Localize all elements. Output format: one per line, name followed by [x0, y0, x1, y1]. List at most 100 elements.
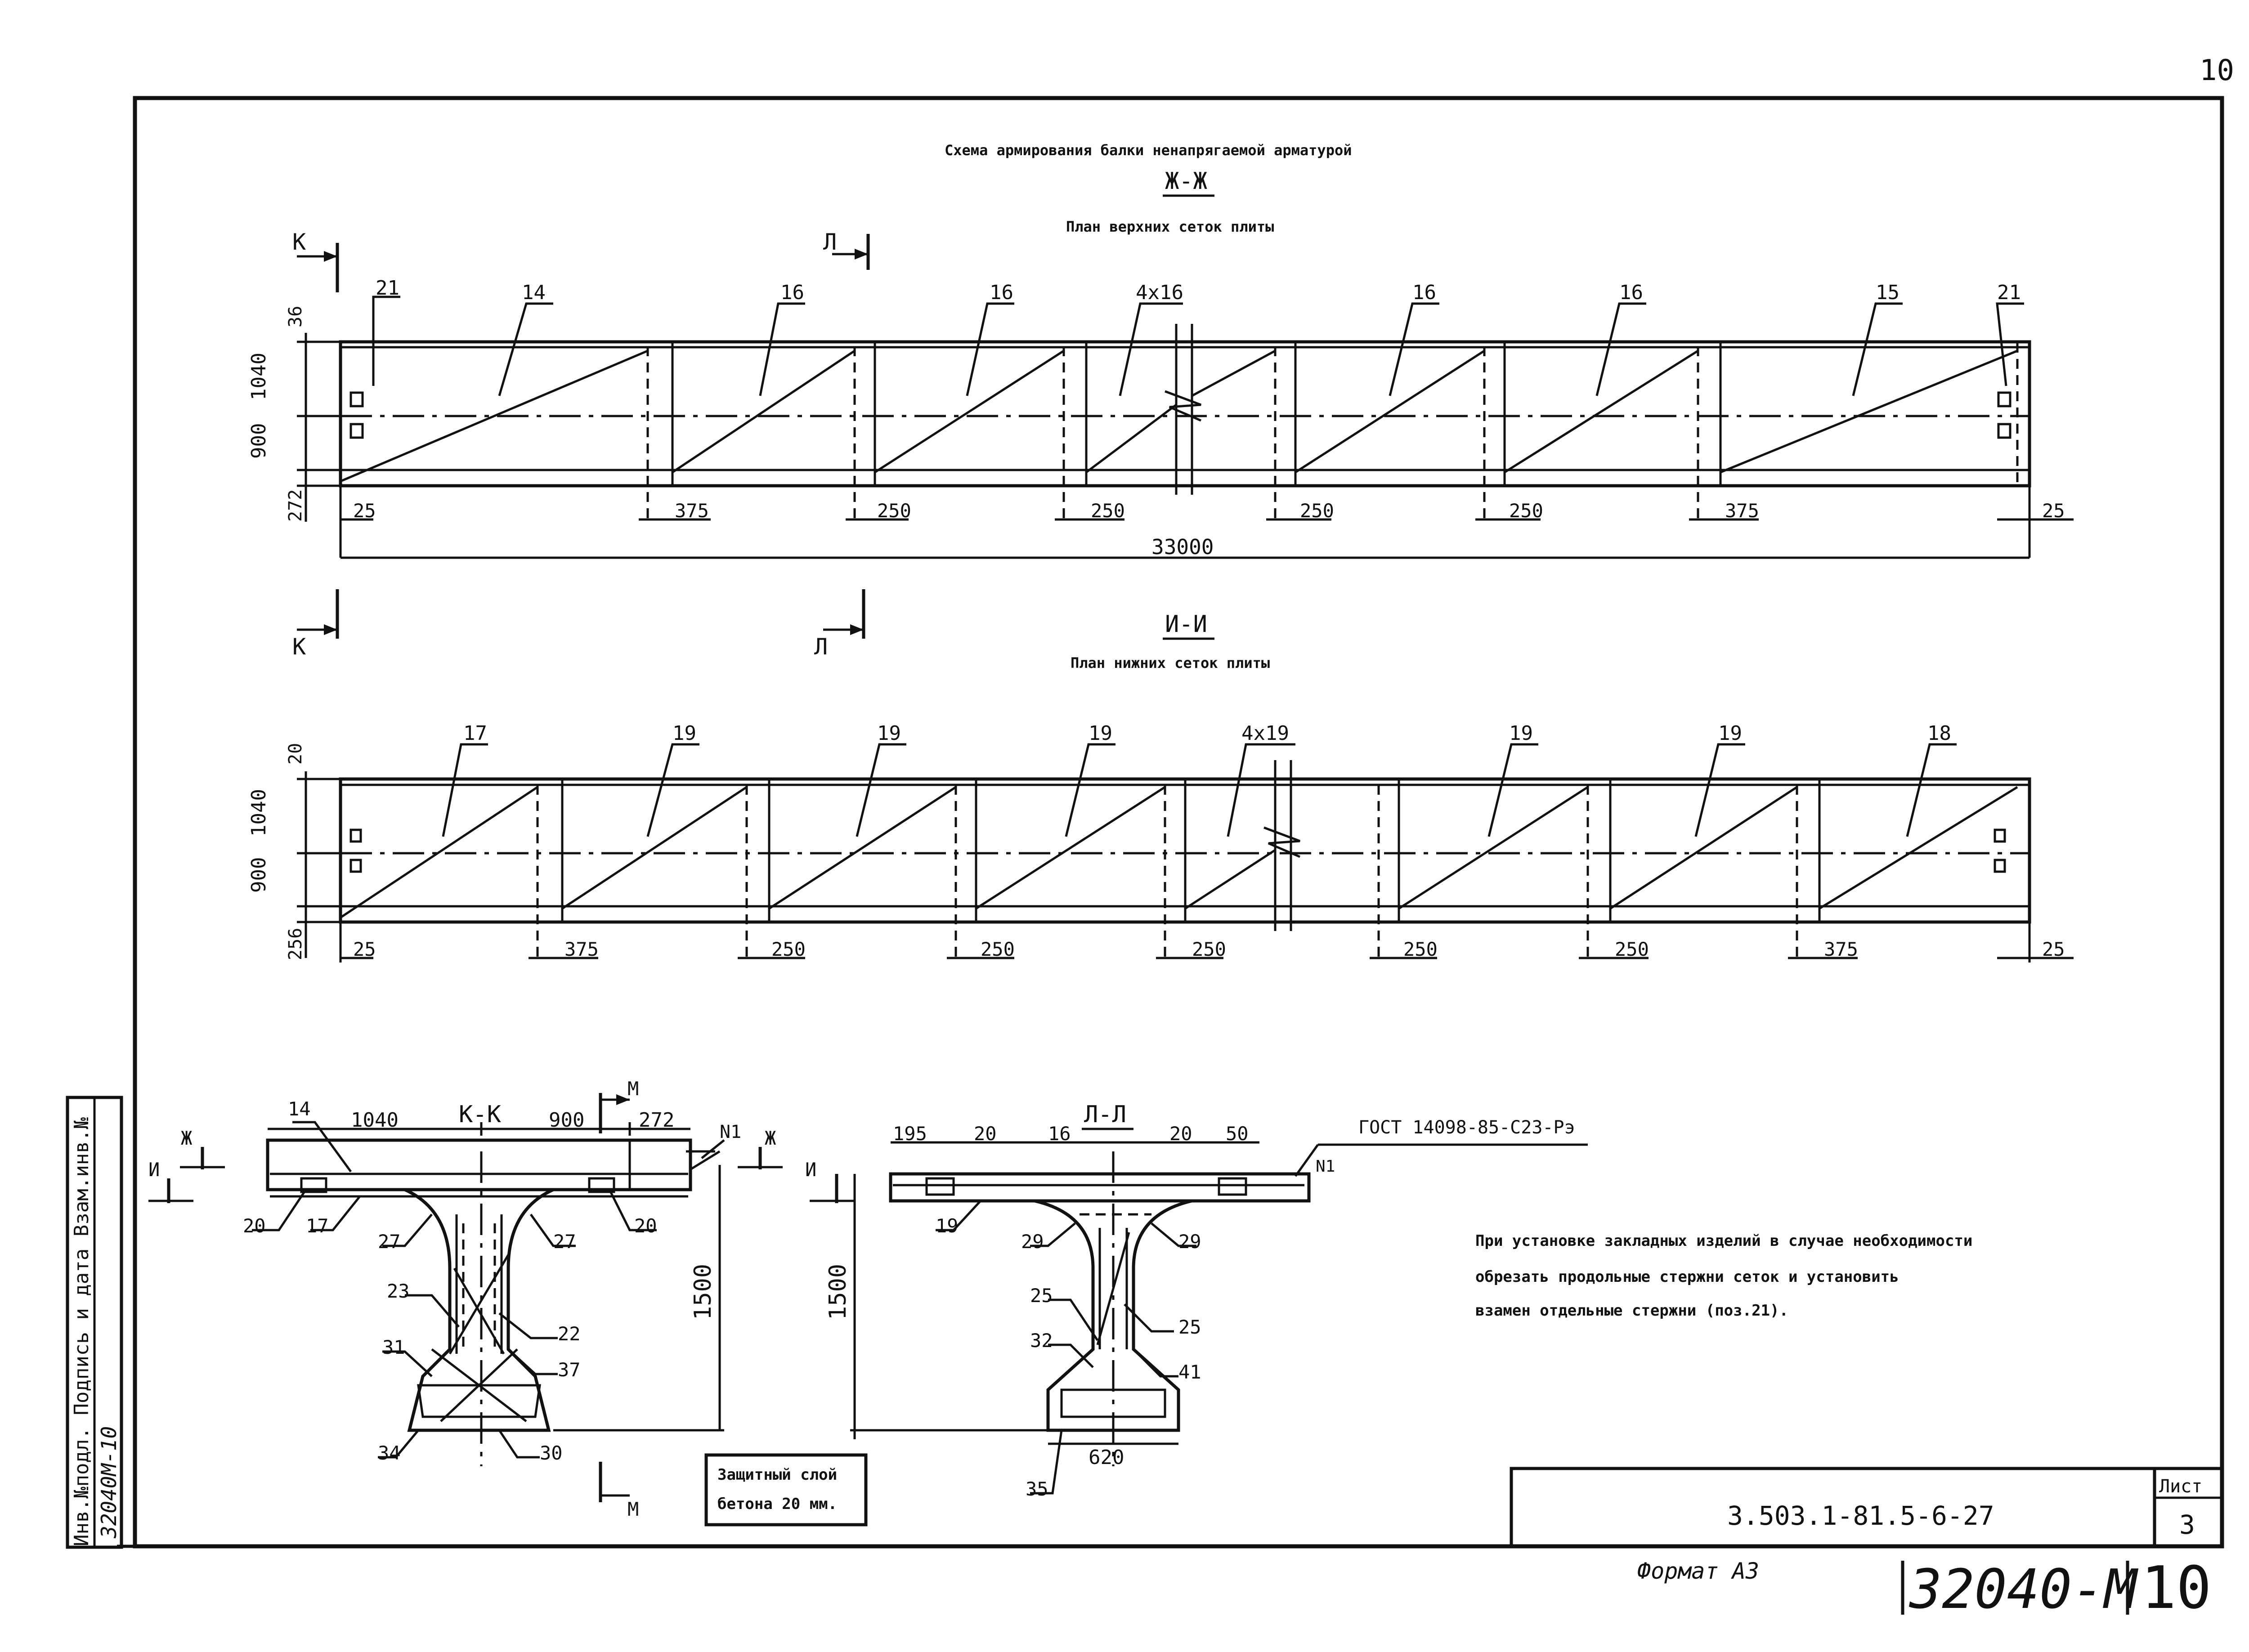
side-stamp-labels: Инв.№подл. Подпись и дата Взам.инв.№ [70, 1117, 93, 1546]
section-kk-cut-m-lower: М [627, 1498, 639, 1520]
plan-top-bdim-4: 250 [1091, 500, 1125, 522]
plan-top-bdim-1: 25 [353, 500, 376, 522]
section-kk-cut-zh: Ж [181, 1127, 192, 1149]
plan-bottom-pos-2: 19 [672, 722, 696, 745]
section-kk-cut-m: М [627, 1078, 639, 1100]
plan-top-dim-272: 272 [285, 489, 306, 522]
section-kk-mark-17: 17 [306, 1215, 329, 1237]
plan-bottom-pos-4: 19 [1089, 722, 1112, 745]
plan-bottom-bdim-2: 375 [564, 938, 599, 960]
section-ll-mark-32: 32 [1030, 1330, 1053, 1352]
plan-top-bdim-8: 25 [2042, 500, 2065, 522]
section-ll-bottom-width: 620 [1089, 1446, 1124, 1469]
plan-top-bdim-2: 375 [675, 500, 709, 522]
section-kk-mark-20a: 20 [243, 1215, 266, 1237]
plan-top-bdim-3: 250 [877, 500, 911, 522]
plan-top-cut-k: К [292, 229, 306, 255]
plan-top-pos-6: 16 [1412, 281, 1436, 304]
section-ll: Л-Л ГОСТ 14098-85-С23-Рэ N1 195 20 16 20… [805, 1101, 1588, 1500]
note-line-1: При установке закладных изделий в случае… [1475, 1232, 1972, 1250]
plan-top-dim-900: 900 [247, 423, 270, 459]
plan-top-bdim-6: 250 [1509, 500, 1543, 522]
section-ll-cut-i: И [805, 1159, 816, 1181]
plan-top-pos-7: 16 [1619, 281, 1643, 304]
plan-top-pos-2: 14 [522, 281, 546, 304]
plan-bottom-bdim-5: 250 [1192, 938, 1226, 960]
archive-number: 32040-М [1909, 1558, 2138, 1621]
plan-bottom-dim-20: 20 [285, 743, 306, 765]
plan-top-pos-9: 21 [1997, 281, 2021, 304]
side-stamp-inventory: 32040М-10 [97, 1426, 121, 1539]
plan-top: Ж-Ж План верхних сеток плиты К Л [247, 168, 2074, 660]
note-line-2: обрезать продольные стержни сеток и уста… [1475, 1268, 1899, 1286]
section-kk-mark-37: 37 [558, 1359, 581, 1381]
title-block-sheet-number: 3 [2179, 1509, 2195, 1540]
plan-top-bdim-5: 250 [1300, 500, 1334, 522]
section-ll-dim-16: 16 [1048, 1123, 1071, 1145]
section-kk-mark-22: 22 [558, 1323, 581, 1345]
plan-bottom-bdim-4: 250 [981, 938, 1015, 960]
section-kk-cut-zh-right: Ж [765, 1127, 776, 1149]
section-kk: К-К 1040 900 272 1500 [148, 1078, 783, 1520]
section-kk-dim-272: 272 [639, 1109, 674, 1132]
section-kk-dim-900: 900 [549, 1109, 584, 1132]
corner-number: 10 [2200, 54, 2234, 87]
section-kk-mark-20b: 20 [634, 1215, 657, 1237]
section-ll-mark-19: 19 [936, 1215, 959, 1237]
plan-top-pos-5: 4x16 [1136, 281, 1183, 304]
section-ll-n1: N1 [1316, 1157, 1335, 1176]
section-kk-height: 1500 [690, 1264, 717, 1320]
plan-top-cut-k-lower: К [292, 634, 306, 660]
plan-top-bdim-7: 375 [1725, 500, 1759, 522]
plan-top-pos-1: 21 [376, 277, 399, 300]
plan-top-dim-36: 36 [285, 306, 306, 327]
section-kk-mark-27a: 27 [378, 1231, 401, 1253]
title-block-code: 3.503.1-81.5-6-27 [1727, 1500, 1994, 1531]
plan-bottom-dim-256: 256 [285, 928, 306, 960]
archive-sheet: 10 [2141, 1554, 2212, 1622]
section-ll-label: Л-Л [1084, 1101, 1126, 1128]
section-kk-dim-1040: 1040 [351, 1109, 399, 1132]
section-ll-mark-29a: 29 [1021, 1231, 1044, 1253]
plan-top-pos-8: 15 [1876, 281, 1900, 304]
section-kk-mark-34: 34 [378, 1442, 401, 1464]
plan-bottom-bdim-8: 375 [1824, 938, 1858, 960]
plan-bottom-dim-1040: 1040 [247, 789, 270, 837]
plan-bottom-bdim-9: 25 [2042, 938, 2065, 960]
plan-top-pos-4: 16 [990, 281, 1013, 304]
plan-bottom: И-И План нижних сеток плиты [247, 611, 2074, 963]
section-ll-gost: ГОСТ 14098-85-С23-Рэ [1358, 1117, 1575, 1138]
plan-bottom-bdim-7: 250 [1615, 938, 1649, 960]
protective-layer-line-2: бетона 20 мм. [717, 1495, 837, 1513]
plan-bottom-pos-8: 18 [1927, 722, 1951, 745]
protective-layer-box: Защитный слой бетона 20 мм. [704, 1453, 868, 1527]
plan-bottom-bdim-3: 250 [771, 938, 806, 960]
plan-bottom-pos-5: 4x19 [1241, 722, 1289, 745]
section-kk-mark-31: 31 [382, 1336, 405, 1358]
title-block: 3.503.1-81.5-6-27 Лист 3 [1510, 1467, 2224, 1548]
plan-bottom-pos-7: 19 [1718, 722, 1742, 745]
plan-top-dim-1040: 1040 [247, 353, 270, 400]
section-ll-mark-41: 41 [1178, 1361, 1201, 1383]
plan-bottom-pos-6: 19 [1509, 722, 1533, 745]
plan-bottom-subtitle: План нижних сеток плиты [1071, 654, 1270, 672]
plan-top-subtitle: План верхних сеток плиты [1066, 218, 1274, 235]
plan-bottom-pos-3: 19 [877, 722, 901, 745]
title-block-sheet-label: Лист [2159, 1476, 2202, 1497]
protective-layer-line-1: Защитный слой [717, 1466, 837, 1484]
sheet-frame: 10 [117, 54, 2234, 1549]
section-ll-dim-20b: 20 [1169, 1123, 1192, 1145]
format-label: Формат А3 [1637, 1558, 1759, 1584]
section-kk-mark-23: 23 [387, 1280, 410, 1302]
section-kk-mark-27b: 27 [553, 1231, 576, 1253]
section-ll-dim-195: 195 [893, 1123, 927, 1145]
section-ll-mark-35: 35 [1026, 1478, 1048, 1500]
plan-bottom-dim-900: 900 [247, 857, 270, 893]
plan-top-pos-3: 16 [780, 281, 804, 304]
plan-bottom-pos-1: 17 [463, 722, 487, 745]
plan-bottom-bdim-1: 25 [353, 938, 376, 960]
section-ll-dim-50: 50 [1226, 1123, 1249, 1145]
plan-top-cut-l-lower: Л [814, 634, 828, 660]
plan-top-overall: 33000 [1151, 535, 1214, 559]
section-ll-mark-25b: 25 [1178, 1316, 1201, 1338]
